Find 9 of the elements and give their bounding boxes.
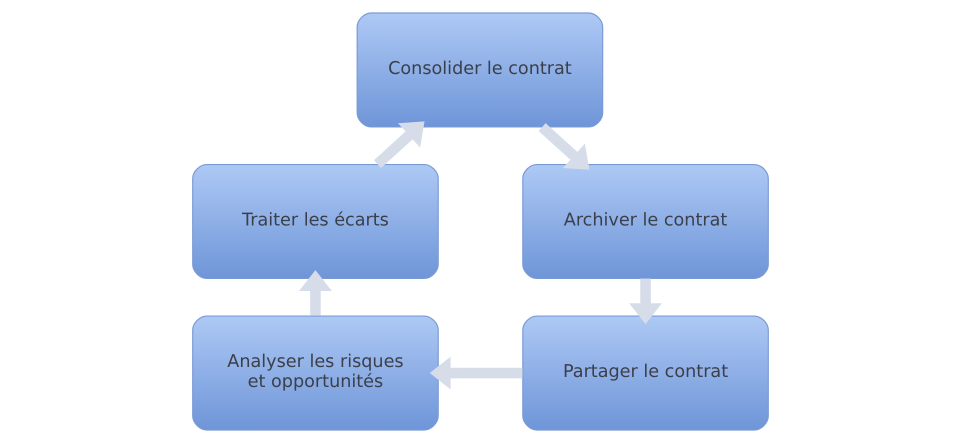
arrow bbox=[628, 278, 662, 324]
node-box: Consolider le contrat bbox=[356, 12, 603, 128]
node-box: Archiver le contrat bbox=[522, 164, 768, 280]
arrow bbox=[429, 356, 522, 390]
arrow bbox=[298, 270, 332, 316]
node-box: Traiter les écarts bbox=[192, 164, 438, 280]
node-box: Analyser les risques et opportunités bbox=[192, 315, 438, 431]
arrow bbox=[538, 123, 589, 170]
node-box: Partager le contrat bbox=[522, 315, 768, 431]
